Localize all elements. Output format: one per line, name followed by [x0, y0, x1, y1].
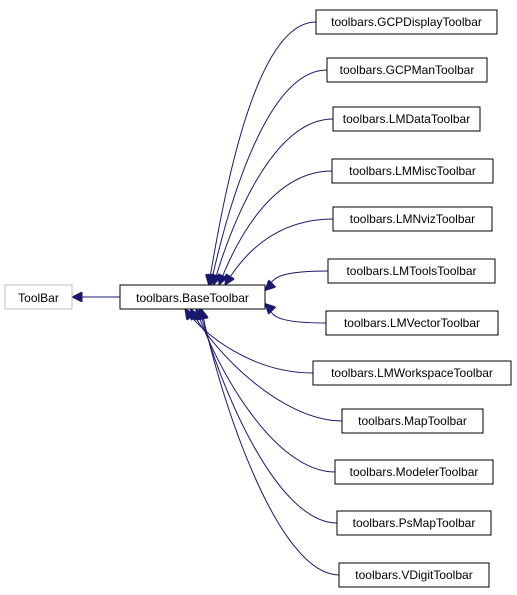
node-toolbar[interactable]: ToolBar [4, 284, 73, 310]
edge-lmmisctoolbar-to-basetoolbar [219, 170, 333, 285]
node-psmaptoolbar[interactable]: toolbars.PsMapToolbar [336, 510, 492, 536]
node-lmtoolstoolbar-box [327, 258, 496, 284]
node-base-toolbar-box [119, 284, 266, 310]
node-modelertoolbar[interactable]: toolbars.ModelerToolbar [334, 459, 494, 485]
edge-lmdatatoolbar-to-basetoolbar [213, 118, 334, 285]
node-lmvectortoolbar-box [325, 310, 499, 336]
edge-lmvectortoolbar-to-basetoolbar [265, 304, 327, 324]
node-lmmisctoolbar-label: toolbars.LMMiscToolbar [349, 164, 476, 178]
node-lmmisctoolbar-box [331, 158, 494, 184]
edge-lmtoolstoolbar-to-basetoolbar [265, 270, 329, 291]
node-lmtoolstoolbar-label: toolbars.LMToolsToolbar [346, 264, 476, 278]
node-maptoolbar-box [341, 408, 484, 434]
node-gcpdisplaytoolbar-box [315, 9, 498, 35]
node-vdigittoolbar-label: toolbars.VDigitToolbar [355, 568, 472, 582]
nodes: ToolBar toolbars.BaseToolbar toolbars.GC… [4, 9, 512, 588]
node-vdigittoolbar[interactable]: toolbars.VDigitToolbar [338, 562, 490, 588]
node-psmaptoolbar-box [336, 510, 492, 536]
edge-lmnviztoolbar-to-basetoolbar [225, 218, 334, 285]
edge-lmworkspacetoolbar-to-basetoolbar [185, 309, 314, 374]
node-lmworkspacetoolbar-label: toolbars.LMWorkspaceToolbar [331, 366, 493, 380]
node-toolbar-label: ToolBar [18, 291, 59, 305]
node-base-toolbar-label: toolbars.BaseToolbar [136, 291, 249, 305]
node-psmaptoolbar-label: toolbars.PsMapToolbar [353, 516, 476, 530]
node-lmnviztoolbar[interactable]: toolbars.LMNvizToolbar [332, 206, 493, 232]
edge-gcpmantoolbar-to-basetoolbar [211, 69, 328, 285]
node-toolbar-box [4, 284, 73, 310]
edge-psmaptoolbar-to-basetoolbar [199, 309, 338, 524]
node-lmworkspacetoolbar[interactable]: toolbars.LMWorkspaceToolbar [312, 360, 512, 386]
node-lmworkspacetoolbar-box [312, 360, 512, 386]
node-lmnviztoolbar-label: toolbars.LMNvizToolbar [350, 212, 475, 226]
node-modelertoolbar-label: toolbars.ModelerToolbar [350, 465, 479, 479]
node-lmdatatoolbar[interactable]: toolbars.LMDataToolbar [332, 106, 481, 132]
node-lmmisctoolbar[interactable]: toolbars.LMMiscToolbar [331, 158, 494, 184]
edge-gcpdisplaytoolbar-to-basetoolbar [209, 21, 317, 285]
node-lmvectortoolbar[interactable]: toolbars.LMVectorToolbar [325, 310, 499, 336]
node-base-toolbar[interactable]: toolbars.BaseToolbar [119, 284, 266, 310]
node-vdigittoolbar-box [338, 562, 490, 588]
edge-vdigittoolbar-to-basetoolbar [201, 309, 340, 576]
edges [72, 21, 343, 576]
node-lmvectortoolbar-label: toolbars.LMVectorToolbar [344, 316, 480, 330]
node-gcpmantoolbar-box [326, 57, 488, 83]
node-modelertoolbar-box [334, 459, 494, 485]
node-maptoolbar[interactable]: toolbars.MapToolbar [341, 408, 484, 434]
node-lmdatatoolbar-label: toolbars.LMDataToolbar [343, 112, 470, 126]
edge-modelertoolbar-to-basetoolbar [196, 309, 336, 473]
node-gcpmantoolbar-label: toolbars.GCPManToolbar [340, 63, 475, 77]
node-gcpmantoolbar[interactable]: toolbars.GCPManToolbar [326, 57, 488, 83]
node-lmdatatoolbar-box [332, 106, 481, 132]
node-lmtoolstoolbar[interactable]: toolbars.LMToolsToolbar [327, 258, 496, 284]
node-gcpdisplaytoolbar[interactable]: toolbars.GCPDisplayToolbar [315, 9, 498, 35]
node-maptoolbar-label: toolbars.MapToolbar [358, 414, 467, 428]
node-gcpdisplaytoolbar-label: toolbars.GCPDisplayToolbar [331, 15, 482, 29]
edge-maptoolbar-to-basetoolbar [191, 309, 343, 422]
node-lmnviztoolbar-box [332, 206, 493, 232]
